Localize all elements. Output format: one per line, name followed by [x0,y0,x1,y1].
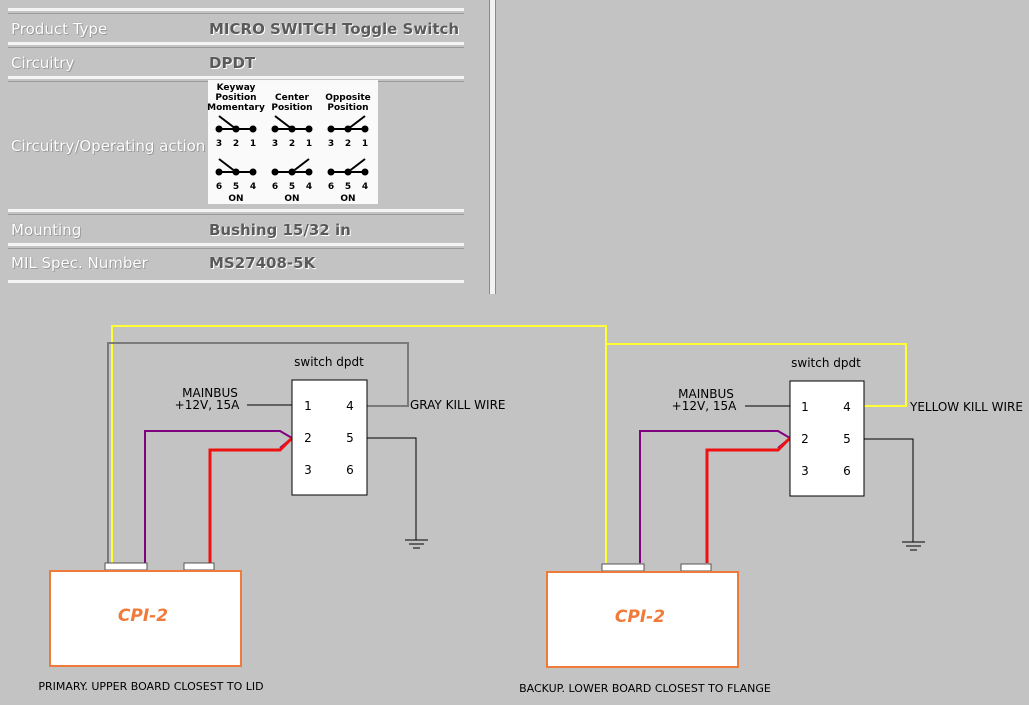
switch-pin: 5 [346,431,354,445]
spec-table: Product Type MICRO SWITCH Toggle Switch … [8,8,464,283]
pin-label: 4 [362,182,368,192]
spec-row-mounting: Mounting Bushing 15/32 in [8,209,464,246]
mainbus-rating: +12V, 15A [175,398,240,412]
position-header: Momentary [207,103,265,113]
spec-row-product-type: Product Type MICRO SWITCH Toggle Switch [8,8,464,45]
spec-label: Circuitry/Operating action [11,137,206,155]
pin-label: 5 [345,182,351,192]
spec-label: MIL Spec. Number [11,254,148,272]
backup-caption: BACKUP. LOWER BOARD CLOSEST TO FLANGE [519,682,771,695]
switch-position-center: 3 2 1 6 5 4 ON [271,115,313,204]
spec-label: Mounting [11,221,82,239]
pin-label: 2 [233,139,239,149]
switch-pin: 6 [843,464,851,478]
pin-label: 3 [272,139,278,149]
on-label: ON [284,194,299,204]
pin-label: 1 [250,139,256,149]
spec-value: Bushing 15/32 in [209,221,351,239]
switch-position-opposite: 3 2 1 6 5 4 ON [327,115,369,204]
pin-label: 3 [216,139,222,149]
cpi2-logo: CPI-2 [118,606,168,626]
switch-pin: 1 [304,399,312,413]
switch-pin: 2 [304,431,312,445]
pin-label: 5 [289,182,295,192]
yellow-kill-wire [111,325,607,563]
spec-label: Circuitry [11,54,75,72]
pin-label: 6 [272,182,278,192]
position-header: Position [271,103,312,113]
pin-label: 6 [216,182,222,192]
pin-label: 1 [362,139,368,149]
vertical-separator [489,0,496,294]
cpi2-logo: CPI-2 [615,607,665,627]
operating-action-diagram: Keyway Position Momentary Center Positio… [207,80,378,204]
switch-pin: 6 [346,463,354,477]
switch-title: switch dpdt [791,356,861,370]
spec-value: MICRO SWITCH Toggle Switch [209,20,460,38]
yellow-kill-wire-label: YELLOW KILL WIRE [909,400,1023,414]
switch-pin: 2 [801,432,809,446]
pin-label: 2 [289,139,295,149]
switch-pin: 3 [304,463,312,477]
spec-row-mil-spec: MIL Spec. Number MS27408-5K [8,243,464,283]
switch-pin: 5 [843,432,851,446]
pin-label: 6 [328,182,334,192]
position-header: Position [327,103,368,113]
switch-pin: 4 [843,400,851,414]
red-wire-left [208,436,294,563]
pin-label: 3 [328,139,334,149]
pin-label: 4 [250,182,256,192]
gray-kill-wire-label: GRAY KILL WIRE [410,398,506,412]
gray-kill-wire [107,342,409,563]
mainbus-rating: +12V, 15A [672,399,737,413]
on-label: ON [340,194,355,204]
cpi2-module-backup: CPI-2 [546,563,739,668]
switch-dpdt-left: switch dpdt 1 4 2 5 3 6 [291,355,368,496]
switch-pin: 4 [346,399,354,413]
pin-label: 5 [233,182,239,192]
switch-dpdt-right: switch dpdt 1 4 2 5 3 6 [789,356,865,497]
ground-right [864,438,925,551]
position-header: Position [215,93,256,103]
ground-left [367,437,428,549]
switch-pin: 1 [801,400,809,414]
on-label: ON [228,194,243,204]
cpi2-module-primary: CPI-2 [49,562,242,667]
yellow-kill-wire-branch [606,343,907,407]
switch-title: switch dpdt [294,355,364,369]
spec-value: DPDT [209,54,256,72]
switch-pin: 3 [801,464,809,478]
position-header: Opposite [325,93,371,103]
mainbus-label: MAINBUS [182,386,238,400]
spec-label: Product Type [11,20,108,38]
primary-caption: PRIMARY. UPPER BOARD CLOSEST TO LID [38,680,263,693]
switch-position-keyway: 3 2 1 6 5 4 ON [215,115,257,204]
pin-label: 4 [306,182,312,192]
pin-label: 1 [306,139,312,149]
mainbus-label: MAINBUS [678,387,734,401]
spec-value: MS27408-5K [209,254,316,272]
spec-row-circuitry: Circuitry DPDT [8,42,464,79]
red-wire-right [705,436,792,563]
position-header: Keyway [217,83,256,93]
position-header: Center [275,93,310,103]
pin-label: 2 [345,139,351,149]
